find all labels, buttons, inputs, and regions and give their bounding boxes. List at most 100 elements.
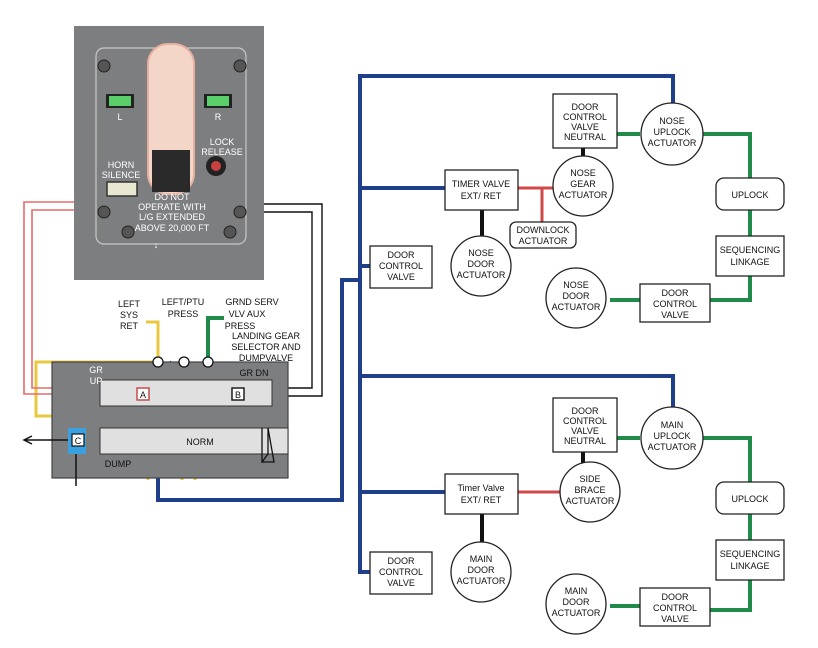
gr-dn-label: GR DN: [240, 368, 269, 378]
nose-sequencing-linkage: [715, 235, 785, 277]
box-label: SEQUENCING: [720, 549, 781, 559]
selector-label: SELECTOR AND: [231, 342, 301, 352]
box-label: NEUTRAL: [564, 436, 606, 446]
pressure-line-nose-branches: [360, 186, 445, 268]
circle-label: ACTUATOR: [457, 576, 506, 586]
norm-label: NORM: [186, 437, 214, 447]
screw-icon: [97, 59, 111, 73]
main-door-actuator-lower: [545, 573, 607, 635]
gr-up-label: GR: [89, 365, 103, 375]
horn-silence-button[interactable]: [106, 181, 138, 197]
circle-label: NOSE: [468, 248, 494, 258]
line-labels: LEFT SYS RET LEFT/PTU PRESS GRND SERV VL…: [118, 297, 301, 363]
left-sys-ret-label: LEFT: [118, 299, 141, 309]
nose-uplock: [715, 177, 785, 211]
box-label: LINKAGE: [730, 561, 769, 571]
nose-door-control-valve: [369, 245, 433, 289]
box-label: Timer Valve: [457, 483, 504, 493]
gear-control-panel: L R LOCK RELEASE HORN SILENCE DO NOT OPE…: [74, 26, 264, 280]
warning-text: L/G EXTENDED: [139, 212, 206, 222]
left-ptu-press-label: LEFT/PTU: [162, 297, 205, 307]
screw-icon: [223, 225, 237, 239]
port-c-label: C: [75, 436, 82, 446]
main-side-brace-actuator: [559, 461, 621, 523]
box-label: CONTROL: [653, 299, 697, 309]
circle-label: ACTUATOR: [559, 190, 608, 200]
port-fitting: [152, 356, 164, 368]
nose-door-control-valve-neutral: [552, 93, 618, 149]
left-gear-light: [109, 96, 131, 106]
box-label: NEUTRAL: [564, 132, 606, 142]
box-label: DOOR: [572, 102, 600, 112]
port-b-box: [231, 387, 245, 401]
box-label: DOOR: [662, 592, 690, 602]
box-label: DOOR: [388, 556, 416, 566]
left-sys-ret-label: RET: [120, 321, 139, 331]
left-gear-light-label: L: [117, 112, 122, 122]
warning-text: DO NOT: [155, 192, 191, 202]
circle-label: ACTUATOR: [457, 270, 506, 280]
selector-valve: GR UP GR DN NORM DUMP A B C: [22, 356, 289, 486]
circle-label: SIDE: [579, 474, 600, 484]
screw-icon: [233, 59, 247, 73]
nose-gear-actuator: [552, 155, 614, 217]
box-label: DOOR: [572, 406, 600, 416]
main-door-control-valve: [369, 551, 433, 595]
gr-up-label: UP: [90, 376, 103, 386]
lock-release-indicator: [211, 161, 221, 171]
circle-label: NOSE: [570, 168, 596, 178]
grnd-serv-label: PRESS: [225, 321, 256, 331]
circle-label: ACTUATOR: [552, 608, 601, 618]
box-label: VALVE: [387, 578, 415, 588]
circle-label: UPLOCK: [653, 127, 690, 137]
pressure-line-nose-top: [358, 74, 675, 376]
main-gear-circuit: DOOR CONTROL VALVE NEUTRAL MAIN UPLOCK A…: [369, 397, 785, 635]
left-ptu-press-label: PRESS: [168, 309, 199, 319]
port-c-box: [71, 433, 85, 447]
box-label: DOOR: [388, 250, 416, 260]
dump-label: DUMP: [105, 459, 132, 469]
nose-gear-circuit: DOOR CONTROL VALVE NEUTRAL NOSE UPLOCK A…: [369, 93, 785, 329]
nose-door-actuator-lower: [545, 267, 607, 329]
port-fitting: [178, 356, 190, 368]
nose-timer-valve: [444, 169, 519, 211]
circle-label: DOOR: [468, 565, 496, 575]
box-label: DOWNLOCK: [516, 225, 569, 235]
selector-valve-body: [51, 361, 289, 479]
circle-label: MAIN: [470, 554, 493, 564]
nose-uplock-line: [610, 132, 752, 302]
circle-label: DOOR: [563, 291, 591, 301]
box-label: CONTROL: [653, 603, 697, 613]
box-label: UPLOCK: [731, 190, 768, 200]
port-b-label: B: [235, 390, 241, 400]
nose-door-control-valve-lower: [639, 283, 711, 323]
box-label: CONTROL: [563, 112, 607, 122]
port-a-label: A: [140, 390, 146, 400]
nose-downlock-actuator: [509, 221, 577, 249]
box-label: VALVE: [571, 122, 599, 132]
warning-text: OPERATE WITH: [138, 202, 206, 212]
circle-label: GEAR: [570, 179, 596, 189]
box-label: CONTROL: [379, 567, 423, 577]
circle-label: BRACE: [574, 485, 605, 495]
circle-label: MAIN: [565, 586, 588, 596]
nose-door-actuator-upper: [450, 235, 512, 297]
circle-label: ACTUATOR: [648, 442, 697, 452]
circle-label: UPLOCK: [653, 431, 690, 441]
main-door-control-valve-lower: [639, 587, 711, 627]
selector-label: LANDING GEAR: [232, 331, 301, 341]
circle-label: DOOR: [563, 597, 591, 607]
main-uplock-actuator: [640, 406, 704, 470]
left-sys-ret-label: SYS: [120, 310, 138, 320]
circle-label: ACTUATOR: [552, 302, 601, 312]
circle-label: ACTUATOR: [566, 496, 615, 506]
circle-label: ACTUATOR: [648, 138, 697, 148]
box-label: CONTROL: [379, 261, 423, 271]
horn-silence-label: HORN: [108, 160, 135, 170]
main-timer-valve: [444, 473, 519, 515]
box-label: CONTROL: [563, 416, 607, 426]
lock-release-label: LOCK: [210, 137, 235, 147]
box-label: EXT/ RET: [461, 495, 502, 505]
screw-icon: [97, 205, 111, 219]
